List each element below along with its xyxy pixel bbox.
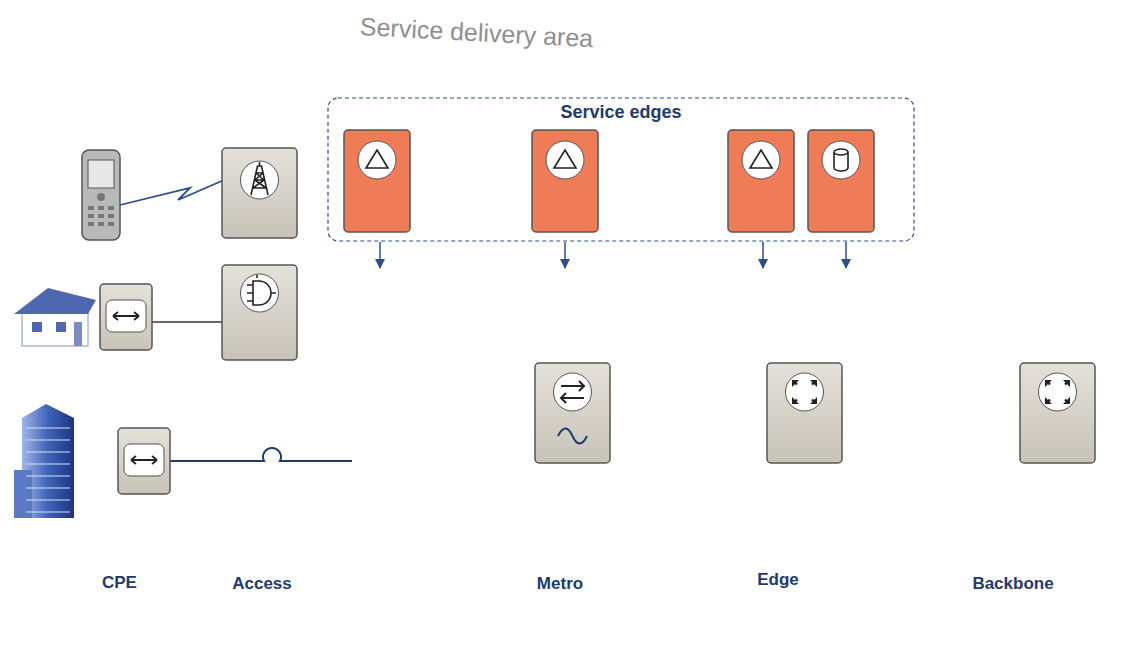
area-title: Service delivery area (359, 12, 594, 53)
fiber-line (170, 448, 352, 461)
area-outline (0, 0, 945, 646)
service-edge-box (344, 130, 410, 232)
region-label: Edge (757, 570, 799, 590)
group-title: Service edges (560, 102, 681, 123)
base-station (222, 148, 297, 238)
service-arrow (564, 242, 566, 268)
service-edge-box (808, 130, 874, 232)
region-label: Access (232, 574, 292, 594)
ellipse-outline (137, 80, 387, 600)
ellipse-outline (683, 220, 873, 592)
service-edge-group: Service edges (327, 97, 915, 242)
radio-link (120, 180, 224, 205)
region-label: Backbone (972, 574, 1053, 594)
core-router (1020, 363, 1095, 463)
cpe-device (118, 428, 170, 494)
copper-line (152, 321, 222, 323)
service-arrow (379, 242, 381, 268)
network-region: Metro (355, 230, 765, 610)
service-arrow (762, 242, 764, 268)
network-region: Backbone (895, 222, 1131, 622)
service-edge-box (532, 130, 598, 232)
service-area-outline: Service edgesAccess Metro Edge Service deli… (0, 0, 945, 646)
service-arrow (845, 242, 847, 268)
network-region: Edge (683, 220, 873, 592)
network-region: Access (137, 80, 387, 600)
column-label: CPE (102, 573, 137, 593)
mobile-phone (82, 150, 120, 240)
access-multiplexer (222, 265, 297, 360)
region-label: Metro (537, 574, 583, 594)
house (14, 288, 96, 346)
ellipse-outline (355, 230, 765, 610)
metro-switch (535, 363, 610, 463)
edge-router (767, 363, 842, 463)
cpe-device (100, 284, 152, 350)
fan-outline (895, 222, 1131, 622)
service-edge-box (728, 130, 794, 232)
office-building (14, 404, 74, 518)
